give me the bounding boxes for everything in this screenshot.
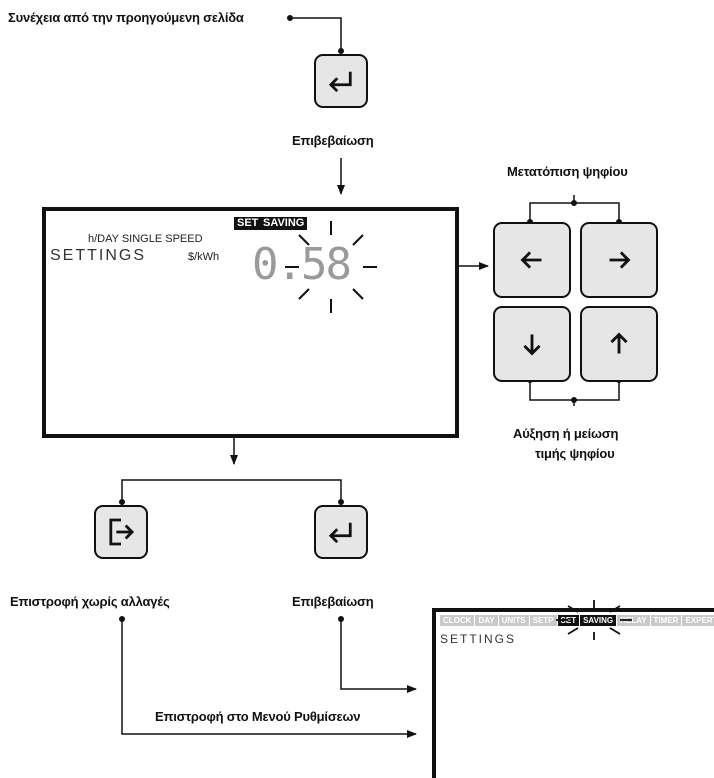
inc-dec-label-2: τιμής ψηφίου [535,446,615,461]
left-button[interactable] [493,222,571,298]
tab-set: SET [557,615,581,626]
tab-saving: SAVING [580,615,618,626]
enter-button-bottom[interactable] [314,505,368,559]
menu-tabs: CLOCK DAY UNITS SETP SET SAVING RELAY TI… [440,615,714,626]
return-no-changes-label: Επιστροφή χωρίς αλλαγές [10,594,170,609]
unit-text: $/kWh [188,251,220,263]
mode-line: h/DAY SINGLE SPEED [88,233,203,245]
settings-menu-display: CLOCK DAY UNITS SETP SET SAVING RELAY TI… [432,600,714,778]
settings-text: SETTINGS [50,247,147,264]
return-settings-menu-label: Επιστροφή στο Μενού Ρυθμίσεων [155,709,361,724]
enter-arrow-icon [328,71,352,93]
tab-relay: RELAY [617,615,651,626]
main-display: SET SAVING h/DAY SINGLE SPEED SETTINGS $… [42,207,459,438]
exit-button[interactable] [94,505,148,559]
small-settings-text: SETTINGS [440,632,517,646]
enter-button-top[interactable] [314,54,368,108]
shift-digit-label: Μετατόπιση ψηφίου [507,164,628,179]
right-button[interactable] [580,222,658,298]
exit-door-icon [109,518,135,546]
confirm-label-bottom: Επιβεβαίωση [292,594,374,609]
inc-dec-label-1: Αύξηση ή μείωση [513,426,619,441]
tab-expert: EXPERT [682,615,714,626]
arrow-left-icon [520,251,542,269]
value-digits: 0.58 [252,239,352,290]
down-button[interactable] [493,306,571,382]
tab-clock: CLOCK [440,615,476,626]
blink-rays-icon [556,600,632,640]
tab-units: UNITS [499,615,530,626]
tab-timer: TIMER [651,615,683,626]
confirm-label-top: Επιβεβαίωση [292,133,374,148]
arrow-down-icon [523,334,541,356]
set-badge: SET [234,217,262,230]
blink-rays-icon [285,221,377,313]
arrow-right-icon [609,251,631,269]
continued-label: Συνέχεια από την προηγούμενη σελίδα [8,10,244,25]
arrow-up-icon [610,332,628,354]
up-button[interactable] [580,306,658,382]
tab-day: DAY [475,615,499,626]
saving-badge: SAVING [260,217,308,230]
enter-arrow-icon [328,522,352,544]
